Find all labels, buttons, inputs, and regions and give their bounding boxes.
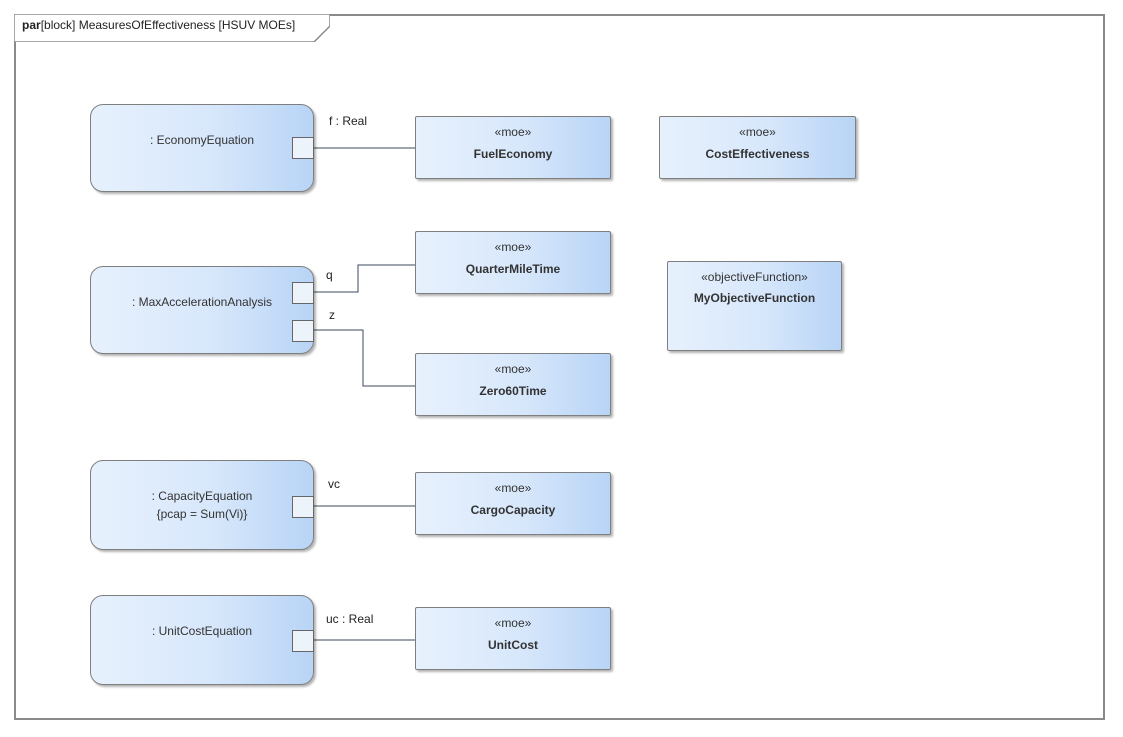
connector-label-q: q: [326, 268, 333, 282]
moe-cargo-capacity[interactable]: «moe» CargoCapacity: [415, 472, 611, 535]
moe-quarter-mile-stereotype: «moe»: [494, 240, 532, 254]
objective-function-block[interactable]: «objectiveFunction» MyObjectiveFunction: [667, 261, 842, 351]
connector-q: [313, 264, 416, 293]
constraint-economy-name: : EconomyEquation: [149, 133, 255, 147]
port-uc[interactable]: [292, 630, 314, 652]
moe-fuel-economy-stereotype: «moe»: [494, 125, 532, 139]
frame-kind: par: [22, 18, 41, 32]
frame-owner: [block] MeasuresOfEffectiveness [HSUV MO…: [40, 18, 296, 32]
frame-name-tab: [14, 14, 330, 42]
objective-function-stereotype: «objectiveFunction»: [701, 270, 808, 284]
moe-unit-cost[interactable]: «moe» UnitCost: [415, 607, 611, 670]
port-z[interactable]: [292, 320, 314, 342]
constraint-capacity-expression: {pcap = Sum(Vi)}: [156, 507, 248, 521]
moe-cost-effectiveness-name: CostEffectiveness: [705, 147, 810, 161]
moe-zero60-time[interactable]: «moe» Zero60Time: [415, 353, 611, 416]
moe-cargo-capacity-name: CargoCapacity: [470, 503, 556, 517]
connector-label-vc: vc: [328, 477, 340, 491]
connector-z: [313, 329, 416, 387]
moe-quarter-mile-name: QuarterMileTime: [465, 262, 561, 276]
port-vc[interactable]: [292, 496, 314, 518]
port-q[interactable]: [292, 282, 314, 304]
moe-zero60-name: Zero60Time: [479, 384, 547, 398]
moe-fuel-economy-name: FuelEconomy: [473, 147, 553, 161]
moe-fuel-economy[interactable]: «moe» FuelEconomy: [415, 116, 611, 179]
connector-label-z: z: [329, 308, 335, 322]
constraint-capacity-equation[interactable]: : CapacityEquation {pcap = Sum(Vi)}: [90, 460, 314, 550]
constraint-max-acceleration-analysis[interactable]: : MaxAccelerationAnalysis: [90, 266, 314, 354]
moe-cost-effectiveness-stereotype: «moe»: [739, 125, 776, 139]
moe-quarter-mile-time[interactable]: «moe» QuarterMileTime: [415, 231, 611, 294]
constraint-max-accel-name: : MaxAccelerationAnalysis: [131, 295, 273, 309]
constraint-economy-equation[interactable]: : EconomyEquation: [90, 104, 314, 192]
connector-label-f: f : Real: [329, 114, 368, 128]
constraint-unit-cost-equation[interactable]: : UnitCostEquation: [90, 595, 314, 685]
constraint-capacity-name: : CapacityEquation: [151, 489, 253, 503]
moe-cost-effectiveness[interactable]: «moe» CostEffectiveness: [659, 116, 856, 179]
moe-zero60-stereotype: «moe»: [494, 362, 532, 376]
port-f[interactable]: [292, 137, 314, 159]
moe-unit-cost-stereotype: «moe»: [494, 616, 532, 630]
frame-title: par[block] MeasuresOfEffectiveness [HSUV…: [22, 18, 295, 32]
constraint-unit-cost-name: : UnitCostEquation: [151, 624, 253, 638]
objective-function-name: MyObjectiveFunction: [693, 291, 816, 305]
connector-label-uc: uc : Real: [326, 612, 374, 626]
moe-unit-cost-name: UnitCost: [488, 638, 538, 652]
moe-cargo-capacity-stereotype: «moe»: [494, 481, 532, 495]
